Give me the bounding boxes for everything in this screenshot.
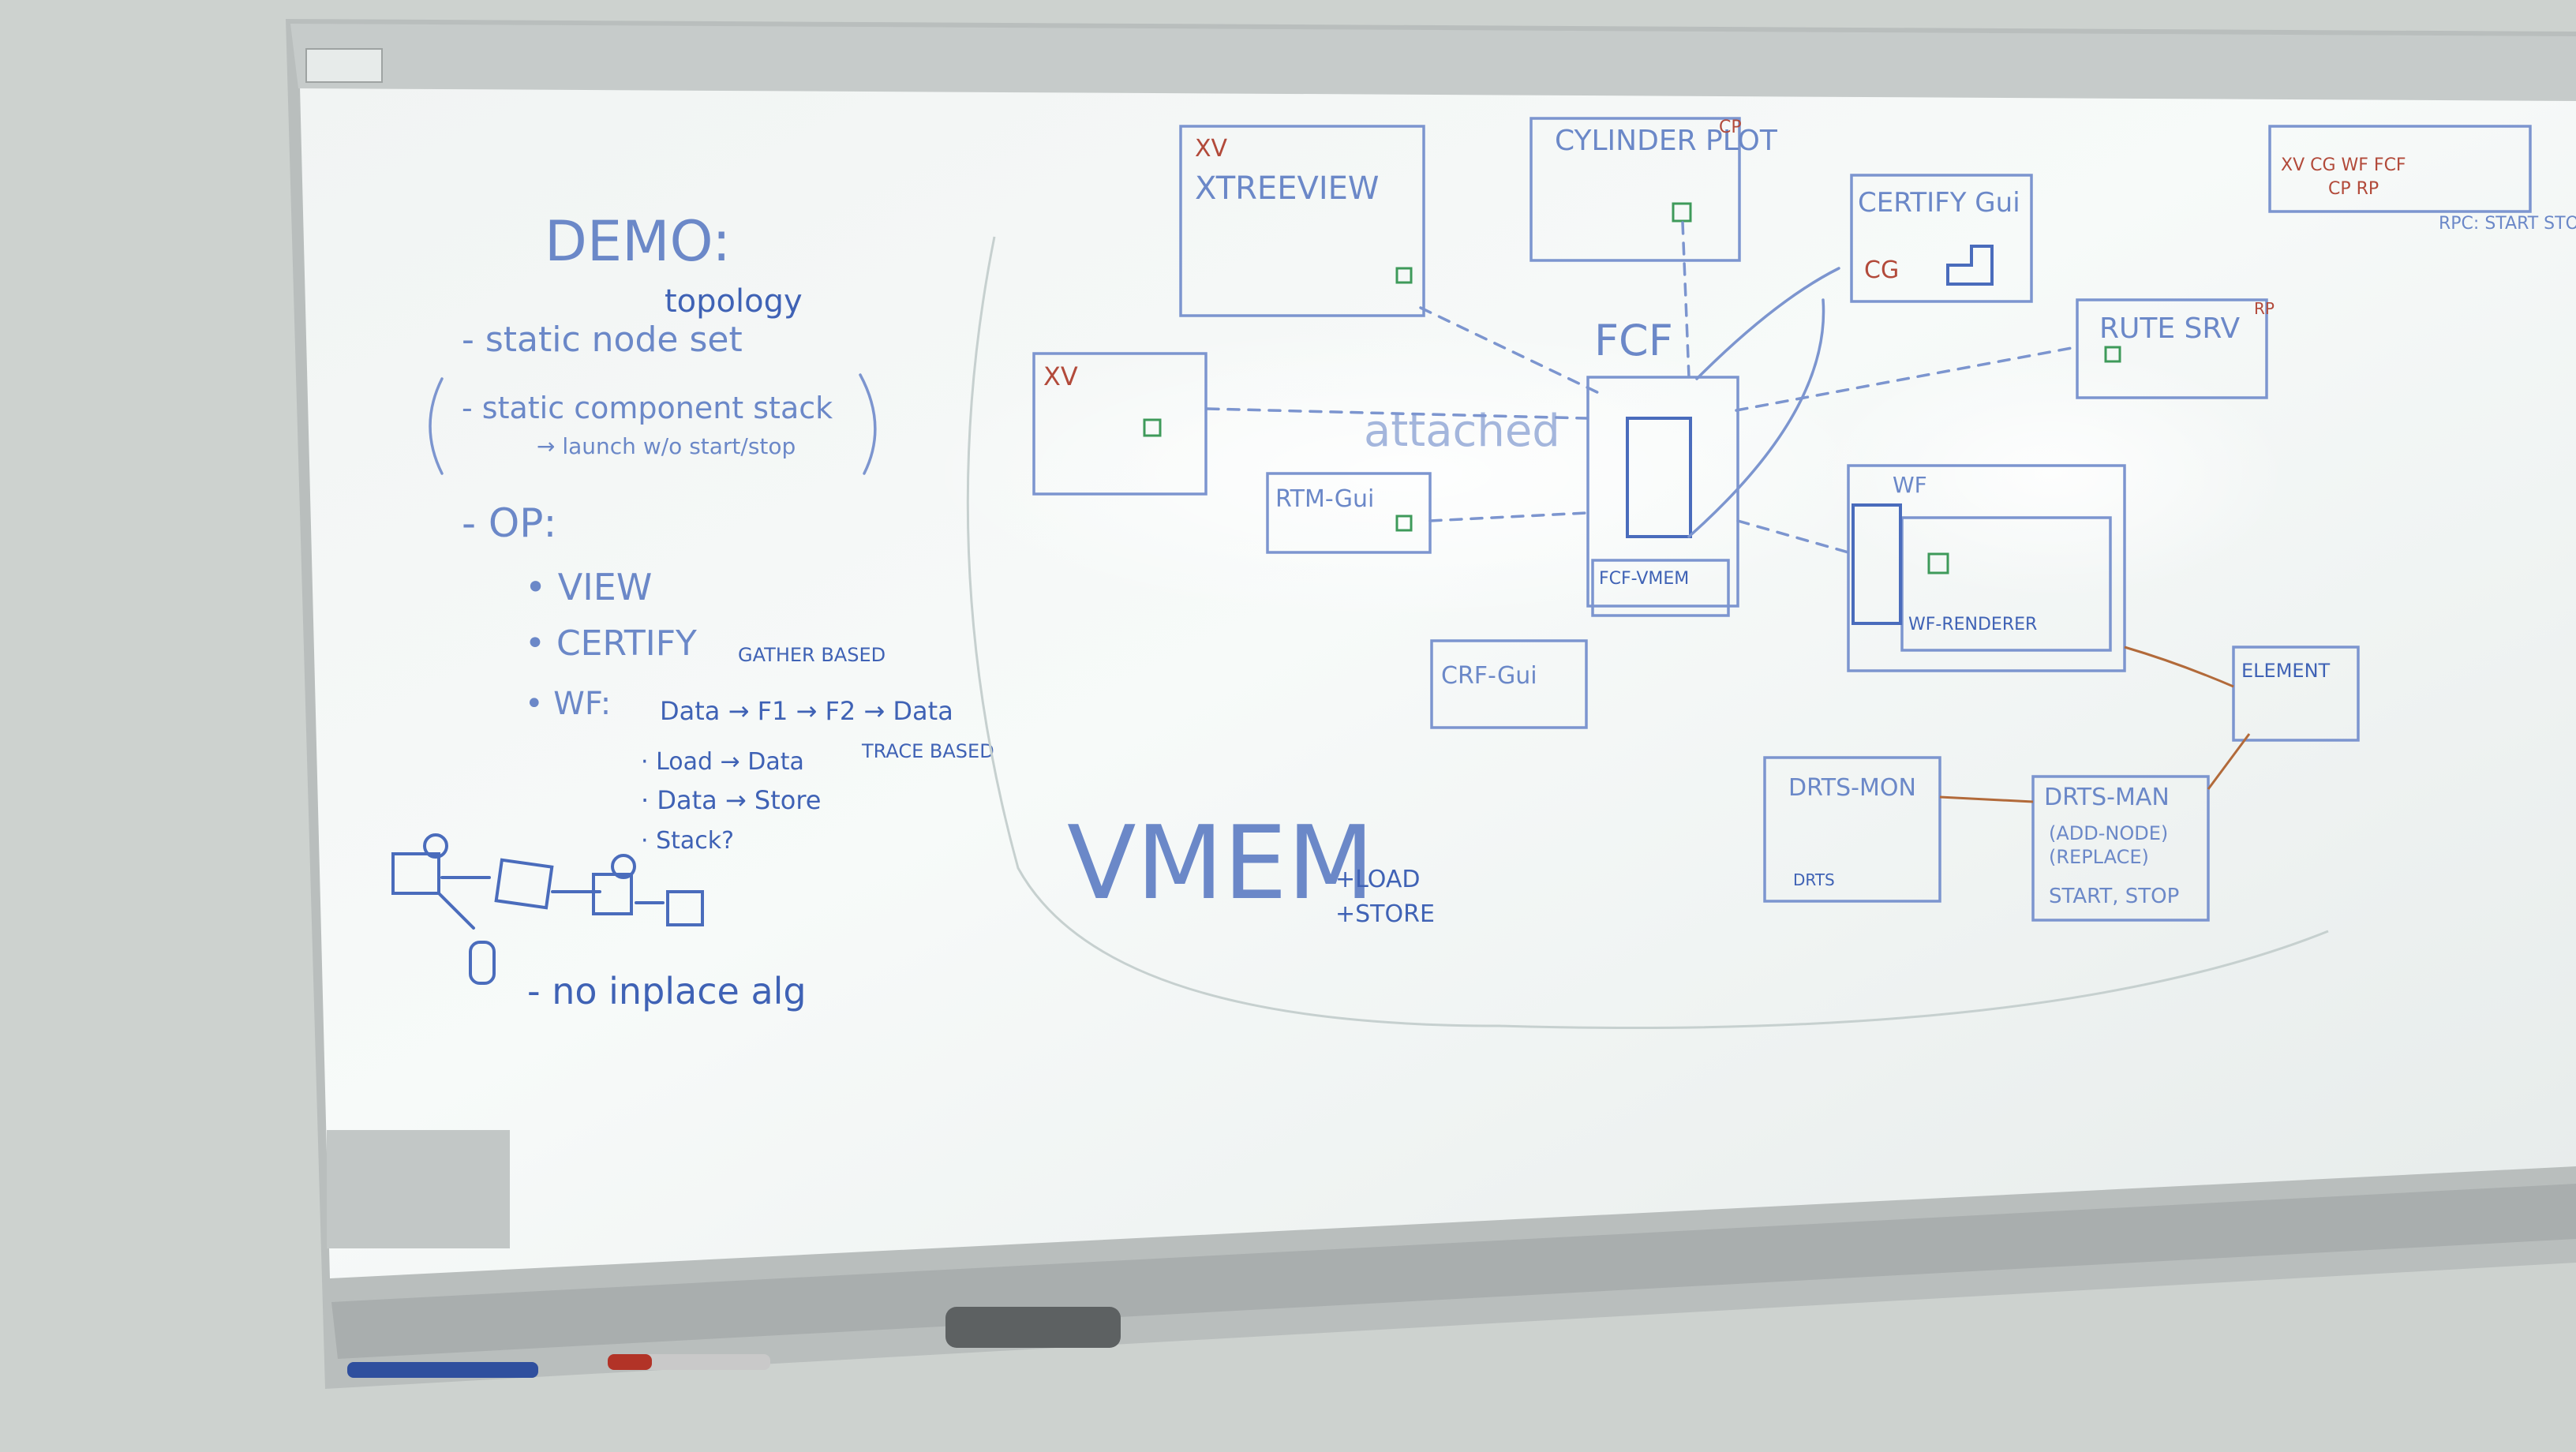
op-heading: - OP:	[462, 500, 556, 546]
xv-label: XV	[1043, 361, 1078, 391]
fcf-inner	[1626, 417, 1692, 538]
board-label-sticker	[305, 48, 383, 83]
rtm-gui-box	[1266, 472, 1432, 554]
marker-blue	[347, 1362, 538, 1378]
element-box	[2232, 646, 2360, 742]
fcf-box	[1586, 376, 1739, 608]
rute-srv-box	[2076, 298, 2268, 399]
corner-notes-line1: XV CG WF FCF	[2281, 155, 2406, 175]
drts-man-box	[2031, 775, 2210, 922]
cylinder-label: CYLINDER PLOT	[1555, 125, 1778, 157]
drts-mon-sub: DRTS	[1793, 870, 1835, 889]
certify-gui-tag: CG	[1864, 256, 1899, 284]
wf-flow: Data → F1 → F2 → Data	[660, 696, 953, 726]
marker-tray	[331, 1184, 2576, 1359]
wf-label: WF	[1893, 472, 1927, 498]
gather-based: GATHER BASED	[738, 644, 886, 666]
drts-mon-label: DRTS-MON	[1788, 774, 1916, 802]
certify-gui-box	[1850, 174, 2033, 303]
demo-heading: DEMO:	[545, 209, 731, 274]
corner-notes: XV CG WF FCF CP RP RPC: START STOP (T)	[2268, 125, 2576, 234]
flow-stack: · Stack?	[641, 827, 734, 855]
board-top-rail	[290, 24, 2576, 101]
xv-box	[1032, 352, 1208, 496]
link-fcf-rute	[1735, 346, 2077, 412]
trace-based: TRACE BASED	[861, 740, 994, 762]
vmem-cloud	[966, 236, 2329, 1029]
eraser	[945, 1307, 1121, 1348]
window-reflection	[1815, 347, 2289, 600]
link-drtsman-element	[2207, 733, 2251, 790]
link-drts	[1939, 795, 2034, 803]
left-notes: DEMO: topology - static node set - stati…	[391, 209, 994, 1012]
corner-panel	[327, 1130, 510, 1248]
xv-port	[1143, 418, 1162, 437]
drts-mon-box	[1763, 756, 1941, 903]
fcf-vmem-box	[1591, 559, 1730, 617]
drts-man-item-3: START, STOP	[2049, 885, 2179, 908]
crf-gui-label: CRF-Gui	[1441, 662, 1537, 690]
corner-notes-box	[2268, 125, 2532, 213]
pipeline-sketch	[391, 833, 704, 985]
flow-load-data: · Load → Data	[641, 748, 804, 776]
certify-gui-sketch	[1946, 245, 1994, 286]
no-inplace-alg: - no inplace alg	[527, 970, 807, 1012]
link-rtm-fcf	[1428, 511, 1588, 522]
op-certify: • CERTIFY	[525, 623, 697, 664]
fcf-label: FCF	[1594, 316, 1673, 365]
wf-box	[1847, 464, 2126, 672]
cylinder-port	[1672, 202, 1692, 223]
vmem-label: VMEM	[1067, 805, 1374, 922]
bracket-left	[429, 377, 444, 475]
element-label: ELEMENT	[2241, 660, 2331, 682]
vmem-store: +STORE	[1335, 900, 1435, 928]
xtreeview-box	[1179, 125, 1425, 317]
corner-notes-rpc: RPC: START STOP (T)	[2439, 214, 2576, 234]
topology-note: topology	[665, 283, 803, 320]
link-fcf-wf	[1736, 519, 1850, 554]
op-wf: • WF:	[525, 686, 611, 722]
link-fcf-certify	[1695, 267, 1840, 380]
link-cylinder-fcf	[1681, 221, 1690, 379]
rute-srv-port	[2104, 346, 2121, 363]
rute-srv-tag: RP	[2254, 299, 2275, 318]
wf-sidebar	[1852, 503, 1902, 625]
cylinder-box	[1530, 117, 1741, 262]
link-xv-fcf	[1206, 407, 1588, 420]
xtreeview-label: XTREEVIEW	[1195, 170, 1379, 207]
bracket-right	[859, 373, 877, 475]
drts-man-item-2: (REPLACE)	[2049, 846, 2149, 868]
marker-red-cap	[608, 1354, 652, 1370]
xtreeview-port	[1395, 267, 1413, 284]
certify-gui-label: CERTIFY Gui	[1858, 187, 2020, 219]
link-wf-element	[2124, 646, 2234, 688]
rute-srv-label: RUTE SRV	[2099, 312, 2240, 345]
drts-man-label: DRTS-MAN	[2044, 784, 2170, 811]
fcf-vmem-label: FCF-VMEM	[1599, 569, 1689, 589]
op-view: • VIEW	[525, 566, 652, 608]
architecture-diagram: XV XTREEVIEW CYLINDER PLOT CP XV attache…	[966, 117, 2360, 1029]
rtm-gui-label: RTM-Gui	[1275, 485, 1374, 513]
launch-note: → launch w/o start/stop	[537, 433, 796, 459]
drts-man-item-1: (ADD-NODE)	[2049, 822, 2168, 844]
wf-renderer-label: WF-RENDERER	[1908, 615, 2037, 634]
link-fcf-certify-arc	[1687, 298, 1825, 538]
static-component-stack: - static component stack	[462, 391, 833, 425]
vmem-load: +LOAD	[1335, 866, 1421, 893]
cylinder-tag: CP	[1719, 118, 1742, 137]
corner-notes-line2: CP RP	[2328, 179, 2379, 199]
static-node-set: - static node set	[462, 320, 743, 360]
crf-gui-box	[1430, 639, 1588, 729]
rtm-gui-port	[1395, 515, 1413, 532]
xtreeview-tag: XV	[1195, 135, 1228, 163]
link-xtreeview-fcf	[1419, 306, 1604, 396]
flow-data-store: · Data → Store	[641, 785, 821, 815]
wf-port	[1927, 552, 1949, 574]
